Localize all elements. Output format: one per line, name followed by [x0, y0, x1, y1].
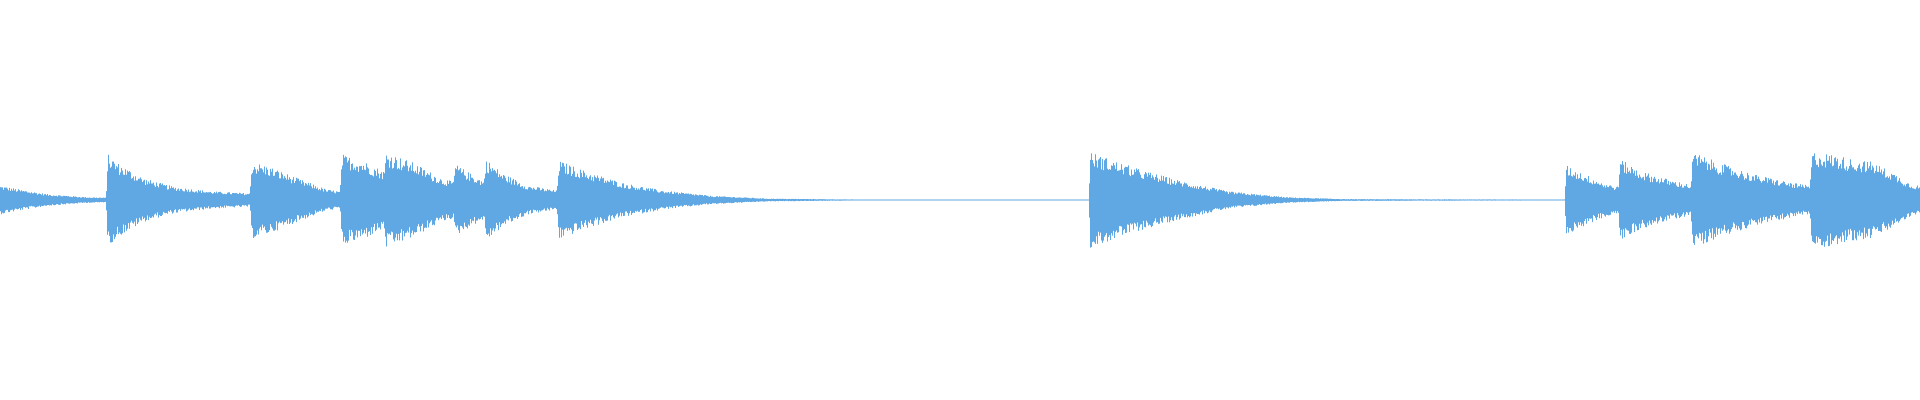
waveform-path [0, 153, 1920, 248]
waveform-samples [0, 153, 1920, 248]
